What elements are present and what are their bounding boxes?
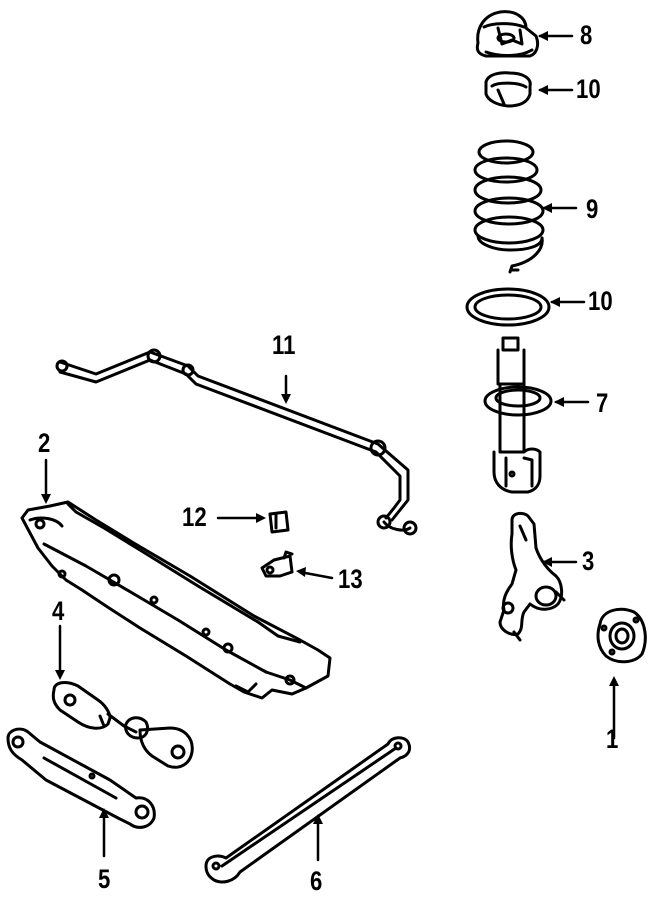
- stabilizer-bracket-part: [260, 550, 294, 578]
- steering-knuckle-part: [498, 511, 566, 642]
- callout-4: 4: [52, 596, 65, 626]
- stabilizer-bushing-part: [268, 510, 290, 534]
- callout-8: 8: [580, 20, 593, 50]
- hub-bearing-part: [596, 607, 647, 664]
- callout-11: 11: [272, 330, 296, 360]
- callout-6: 6: [310, 866, 323, 896]
- strut-assembly-part: [483, 336, 553, 494]
- strut-mount-part: [475, 10, 540, 58]
- callout-3: 3: [582, 546, 595, 576]
- callout-12: 12: [182, 502, 207, 532]
- callout-9: 9: [586, 194, 599, 224]
- callout-10-upper: 10: [576, 74, 601, 104]
- callout-13: 13: [338, 564, 363, 594]
- crossmember-part: [20, 500, 332, 700]
- callout-1: 1: [606, 724, 619, 754]
- callout-10-lower: 10: [588, 286, 613, 316]
- trailing-arm-part: [51, 681, 194, 769]
- lower-link-part: [204, 736, 412, 884]
- upper-spring-insulator-part: [484, 71, 532, 108]
- lower-spring-insulator-part: [465, 287, 551, 327]
- leader-arrowheads: [41, 31, 619, 824]
- stabilizer-bar-part: [55, 348, 418, 536]
- lateral-link-part: [6, 727, 156, 829]
- coil-spring-part: [473, 139, 545, 274]
- callout-2: 2: [38, 428, 51, 458]
- callout-7: 7: [596, 388, 609, 418]
- callout-5: 5: [98, 864, 111, 894]
